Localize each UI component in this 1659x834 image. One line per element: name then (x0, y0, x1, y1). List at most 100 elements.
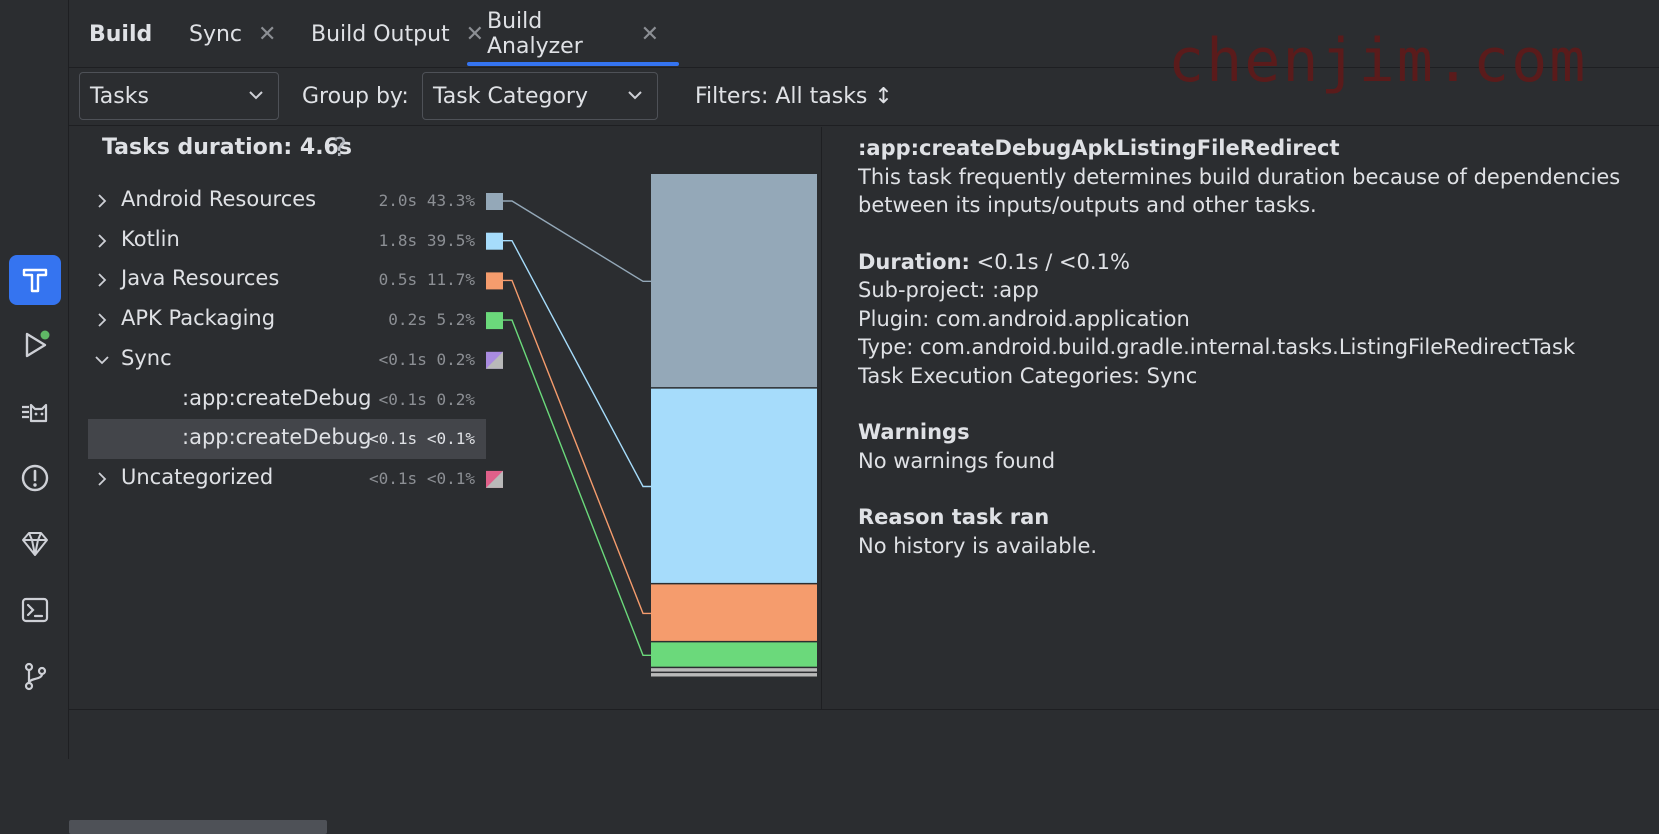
row-stats: <0.1s <0.1% (365, 469, 475, 488)
group-by-value: Task Category (433, 83, 588, 109)
chevron-right-icon[interactable] (93, 271, 111, 289)
tasks-duration: Tasks duration: 4.6s (102, 135, 352, 160)
row-time: 0.2s (388, 310, 427, 330)
connector-line (503, 200, 651, 283)
group-by-label: Group by: (302, 83, 409, 109)
subproject: Sub-project: :app (858, 278, 1039, 302)
row-time: 2.0s (378, 191, 418, 210)
tasks-duration-label: Tasks duration: 4.6s (102, 135, 352, 160)
row-time: <0.1s (369, 429, 418, 449)
category-color-swatch (486, 312, 503, 330)
row-label: Android Resources (121, 187, 317, 211)
swatch-overlay (486, 470, 503, 488)
group-by-select[interactable]: Task Category (422, 72, 658, 120)
category-color-swatch (486, 193, 503, 210)
row-label: :app:createDebug (182, 385, 372, 410)
task-row[interactable]: :app:createDebug<0.1s <0.1% (88, 419, 486, 460)
chevron-down-icon (628, 91, 642, 100)
row-stats: <0.1s <0.1% (365, 429, 475, 448)
build-icon[interactable] (9, 255, 61, 305)
duration-bar-segment[interactable] (651, 668, 817, 672)
tab-build-output[interactable]: Build Output ✕ (311, 0, 484, 68)
plugin: Plugin: com.android.application (858, 306, 1190, 331)
warnings-text: No warnings found (858, 448, 1056, 473)
row-percent: 5.2% (436, 310, 475, 330)
row-time: <0.1s (378, 389, 427, 409)
task-details: :app:createDebugApkListingFileRedirect T… (858, 134, 1658, 560)
reason-text: No history is available. (858, 533, 1098, 558)
task-type: Type: com.android.build.gradle.internal.… (858, 335, 1576, 359)
warnings-title: Warnings (858, 420, 970, 444)
task-row[interactable]: :app:createDebug <0.1s 0.2% (69, 380, 489, 420)
row-percent: 0.2% (436, 389, 475, 409)
category-row[interactable]: Android Resources 2.0s 43.3% (69, 181, 489, 221)
chevron-right-icon[interactable] (93, 470, 111, 488)
swatch-overlay (486, 351, 503, 369)
run-icon[interactable] (9, 320, 61, 370)
build-tool-window: Build Sync ✕ Build Output ✕ Build Analyz… (69, 0, 1659, 834)
task-description-line: This task frequently determines build du… (858, 164, 1621, 189)
tasks-panel: Tasks duration: 4.6s ? Android Resources… (69, 127, 822, 834)
task-description-line: between its inputs/outputs and other tas… (858, 193, 1317, 217)
row-percent: 43.3% (426, 191, 475, 210)
duration-bar-segment[interactable] (651, 174, 817, 388)
view-select[interactable]: Tasks (79, 72, 279, 120)
duration-row: Duration: <0.1s / <0.1% (858, 248, 1658, 277)
tab-build-analyzer[interactable]: Build Analyzer ✕ (467, 0, 679, 68)
duration-bar-segment[interactable] (651, 584, 817, 641)
row-time: <0.1s (378, 349, 427, 369)
connector-line (503, 239, 651, 488)
connector-line (503, 279, 651, 615)
category-row[interactable]: Uncategorized <0.1s <0.1% (69, 459, 489, 499)
duration-bar-segment[interactable] (651, 642, 817, 667)
row-label: :app:createDebug (182, 425, 372, 450)
duration-chart (486, 174, 817, 677)
tab-bar: Build Sync ✕ Build Output ✕ Build Analyz… (69, 0, 1659, 68)
chevron-right-icon[interactable] (93, 192, 111, 210)
row-percent: 0.2% (436, 349, 475, 369)
close-icon[interactable]: ✕ (640, 21, 659, 47)
row-label: Kotlin (121, 226, 180, 251)
gem-icon[interactable] (9, 519, 61, 569)
task-categories: Task Execution Categories: Sync (858, 363, 1198, 388)
tab-label: Build Analyzer (487, 9, 583, 59)
category-row[interactable]: Kotlin 1.8s 39.5% (69, 221, 489, 261)
reason-title: Reason task ran (858, 505, 1050, 529)
tab-label: Build Output (311, 21, 450, 47)
duration-value: <0.1s / <0.1% (969, 249, 1130, 274)
row-label: APK Packaging (121, 306, 276, 331)
filters-dropdown[interactable]: Filters: All tasks ↕ (695, 83, 893, 109)
row-time: 0.5s (378, 270, 418, 290)
row-stats: 1.8s 39.5% (365, 231, 475, 250)
row-percent: <0.1% (426, 429, 475, 449)
chevron-right-icon[interactable] (93, 232, 111, 250)
tab-sync[interactable]: Sync ✕ (189, 0, 276, 68)
category-row[interactable]: Sync <0.1s 0.2% (69, 340, 489, 380)
chevron-down-icon[interactable] (93, 351, 111, 369)
logcat-icon[interactable] (9, 387, 61, 437)
row-stats: 2.0s 43.3% (365, 191, 475, 210)
help-icon[interactable]: ? (333, 133, 347, 163)
problems-icon[interactable] (9, 453, 61, 503)
view-select-value: Tasks (90, 83, 149, 109)
close-icon[interactable]: ✕ (258, 21, 277, 47)
tab-build[interactable]: Build (89, 0, 152, 68)
horizontal-scrollbar[interactable] (69, 820, 327, 834)
status-bar (69, 709, 1659, 759)
git-branch-icon[interactable] (9, 651, 61, 701)
row-percent: 39.5% (426, 230, 475, 250)
row-label: Uncategorized (121, 464, 274, 489)
category-row[interactable]: APK Packaging 0.2s 5.2% (69, 300, 489, 340)
tab-label: Sync (189, 21, 243, 47)
duration-label: Duration: (858, 249, 970, 274)
row-label: Sync (121, 345, 172, 370)
row-label: Java Resources (121, 266, 280, 291)
close-icon[interactable]: ✕ (465, 21, 485, 47)
terminal-icon[interactable] (9, 585, 61, 635)
duration-bar-segment[interactable] (651, 388, 817, 583)
chevron-right-icon[interactable] (93, 311, 111, 329)
task-name: :app:createDebugApkListingFileRedirect (858, 136, 1340, 160)
category-color-swatch (486, 272, 503, 290)
duration-bar-segment[interactable] (651, 673, 817, 677)
